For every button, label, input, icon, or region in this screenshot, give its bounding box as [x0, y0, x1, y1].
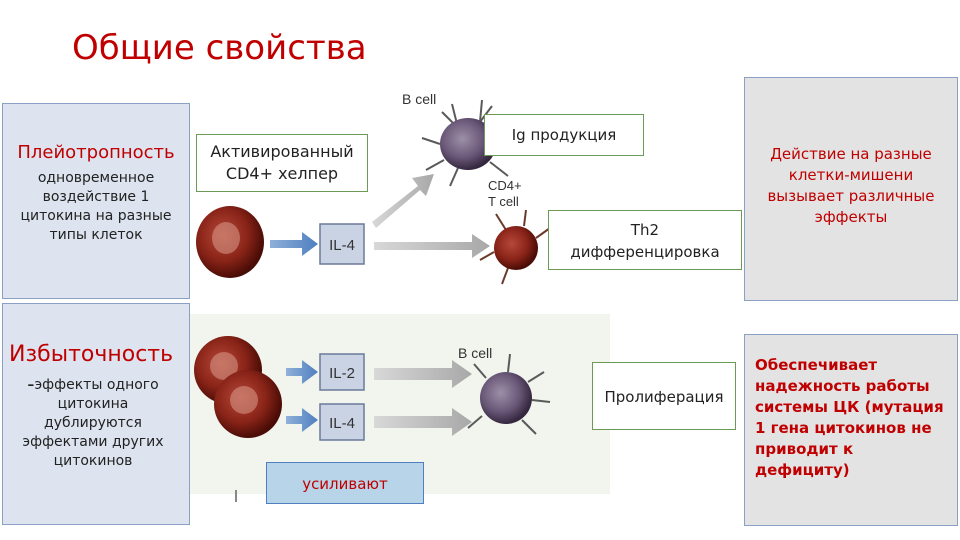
- arrow-to-il4-lower: [286, 408, 318, 432]
- il2-label: IL-2: [329, 365, 355, 382]
- pleiotropy-heading: Плейотропность: [17, 142, 175, 163]
- pleiotropy-desc: одновременное воздействие 1 цитокина на …: [20, 170, 172, 243]
- pleiotropy-effect-text: Действие на разные клетки-мишени вызывае…: [767, 145, 935, 226]
- il4-label-lower: IL-4: [329, 415, 355, 432]
- redundancy-desc: -эффекты одного цитокина дублируются эфф…: [9, 373, 177, 471]
- arrow-to-il2: [286, 360, 318, 384]
- redundancy-box: Избыточность -эффекты одного цитокина ду…: [2, 303, 190, 525]
- th2-cell: [479, 209, 551, 285]
- il4-box-lower: [319, 403, 365, 441]
- b-cell-top: [421, 99, 516, 187]
- t-helper-cell-lower-2: [214, 370, 282, 438]
- arrow-il4-to-b-cell: [374, 408, 472, 436]
- cytokine-diagram: IL-4 B cell CD4+ T cell: [190, 91, 610, 502]
- differentiation-label: дифференцировка: [570, 243, 720, 261]
- pleiotropy-effect-box: Действие на разные клетки-мишени вызывае…: [744, 77, 958, 301]
- il4-label-top: IL-4: [329, 237, 355, 254]
- proliferation-label: Пролиферация: [592, 362, 736, 430]
- b-cell-lower: [467, 353, 551, 435]
- b-cell-label-top: B cell: [402, 91, 436, 107]
- activated-helper-label: Активированный CD4+ хелпер: [196, 134, 368, 192]
- redundancy-effect-text: Обеспечивает надежность работы системы Ц…: [755, 356, 944, 479]
- th2-differentiation-label: Th2 дифференцировка: [548, 210, 742, 270]
- redundancy-desc-text: эффекты одного цитокина дублируются эффе…: [22, 377, 164, 469]
- redundancy-effect-box: Обеспечивает надежность работы системы Ц…: [744, 334, 958, 526]
- il4-box-top: [319, 223, 365, 265]
- arrow-to-t-cell: [374, 234, 490, 258]
- t-helper-cell-top: [196, 206, 264, 278]
- ig-production-label: Ig продукция: [484, 114, 644, 156]
- arrow-to-b-cell-top: [372, 174, 434, 228]
- arrow-to-il4-top: [270, 232, 318, 256]
- il2-box: [319, 353, 365, 391]
- arrow-il2-to-b-cell: [374, 360, 472, 388]
- enhance-label: усиливают: [266, 462, 424, 504]
- redundancy-heading: Избыточность: [9, 342, 174, 367]
- pleiotropy-box: Плейотропность одновременное воздействие…: [2, 103, 190, 299]
- th2-label: Th2: [630, 221, 659, 239]
- redundancy-dash: -: [27, 372, 35, 396]
- activated-line1: Активированный: [210, 142, 354, 161]
- activated-line2: CD4+ хелпер: [225, 164, 339, 183]
- page-title: Общие свойства: [72, 28, 367, 68]
- cd4-label: CD4+: [488, 178, 522, 193]
- t-cell-label: T cell: [488, 194, 519, 209]
- b-cell-label-lower: B cell: [458, 345, 492, 361]
